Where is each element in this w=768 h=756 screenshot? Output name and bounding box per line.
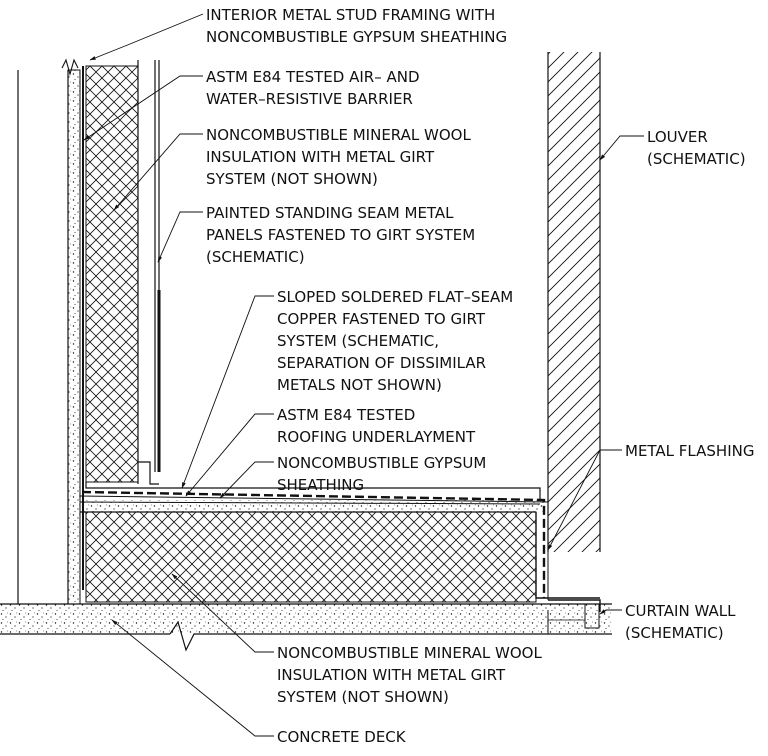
label-curtain-wall: CURTAIN WALL (SCHEMATIC)	[625, 602, 740, 642]
roof-mineral-wool-insulation	[85, 511, 537, 603]
label-roofing-underlayment: ASTM E84 TESTED ROOFING UNDERLAYMENT	[277, 406, 476, 446]
label-concrete-deck: CONCRETE DECK	[277, 728, 407, 746]
wall-mineral-wool-insulation	[85, 65, 139, 483]
wall-gypsum-sheathing	[67, 69, 81, 605]
label-metal-panels: PAINTED STANDING SEAM METAL PANELS FASTE…	[206, 204, 480, 266]
curtain-wall	[547, 603, 600, 634]
label-metal-flashing: METAL FLASHING	[625, 442, 754, 460]
label-air-water-barrier: ASTM E84 TESTED AIR– AND WATER–RESISTIVE…	[206, 68, 424, 108]
label-louver: LOUVER (SCHEMATIC)	[647, 128, 746, 168]
label-roof-insulation: NONCOMBUSTIBLE MINERAL WOOL INSULATION W…	[277, 644, 547, 706]
label-interior-framing: INTERIOR METAL STUD FRAMING WITH NONCOMB…	[206, 6, 507, 46]
leader-lines	[83, 13, 644, 737]
louver	[547, 52, 601, 552]
concrete-deck	[0, 603, 612, 652]
label-wall-insulation: NONCOMBUSTIBLE MINERAL WOOL INSULATION W…	[206, 126, 476, 188]
standing-seam-metal-panel	[138, 60, 161, 485]
label-copper: SLOPED SOLDERED FLAT–SEAM COPPER FASTENE…	[277, 288, 518, 394]
label-gypsum-sheathing: NONCOMBUSTIBLE GYPSUM SHEATHING	[277, 454, 491, 494]
